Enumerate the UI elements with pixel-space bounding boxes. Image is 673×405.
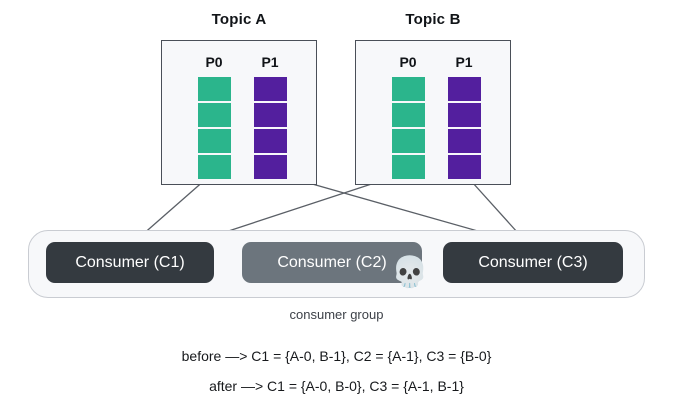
topic-b-partition-p1 <box>448 77 481 179</box>
topic-b-partition-p0 <box>392 77 425 179</box>
topic-a-partition-label-p0: P0 <box>205 54 223 70</box>
partition-segment <box>254 77 287 101</box>
partition-segment <box>392 129 425 153</box>
consumer-group-label: consumer group <box>289 307 384 322</box>
partition-segment <box>198 103 231 127</box>
topic-a-partition-p1 <box>254 77 287 179</box>
partition-segment <box>392 77 425 101</box>
partition-segment <box>392 103 425 127</box>
topic-box-b <box>355 40 511 185</box>
skull-icon: 💀 <box>391 256 429 289</box>
topic-box-a <box>161 40 317 185</box>
topic-a-partition-p0 <box>198 77 231 179</box>
topic-title-a: Topic A <box>211 11 267 28</box>
consumer-c2[interactable]: Consumer (C2) <box>242 242 422 283</box>
partition-segment <box>254 103 287 127</box>
assignment-before: before —> C1 = {A-0, B-1}, C2 = {A-1}, C… <box>181 348 492 364</box>
assignment-after: after —> C1 = {A-0, B-0}, C3 = {A-1, B-1… <box>209 378 464 394</box>
partition-segment <box>198 155 231 179</box>
consumer-c1[interactable]: Consumer (C1) <box>46 242 214 283</box>
topic-b-partition-label-p1: P1 <box>455 54 473 70</box>
consumer-c3[interactable]: Consumer (C3) <box>443 242 623 283</box>
topic-b-partition-label-p0: P0 <box>399 54 417 70</box>
partition-segment <box>254 129 287 153</box>
partition-segment <box>448 129 481 153</box>
topic-title-b: Topic B <box>405 11 461 28</box>
partition-segment <box>448 155 481 179</box>
topic-a-partition-label-p1: P1 <box>261 54 279 70</box>
partition-segment <box>392 155 425 179</box>
partition-segment <box>198 129 231 153</box>
partition-segment <box>448 77 481 101</box>
partition-segment <box>254 155 287 179</box>
partition-segment <box>198 77 231 101</box>
partition-segment <box>448 103 481 127</box>
